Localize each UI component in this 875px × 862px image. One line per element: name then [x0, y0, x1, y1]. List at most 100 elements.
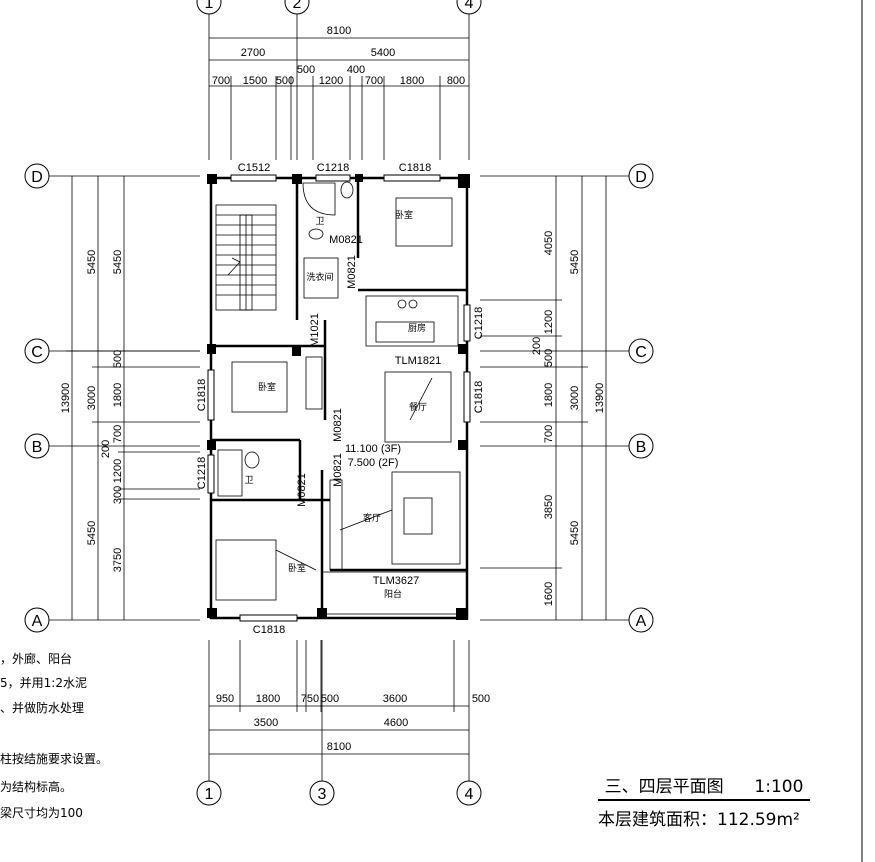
- windows-marks: [207, 174, 471, 622]
- axis-left-B: B: [32, 439, 43, 456]
- dim-top-700b: 700: [365, 75, 383, 87]
- dim-bot-500a: 500: [321, 693, 339, 705]
- door-tlm1821: TLM1821: [395, 355, 441, 367]
- door-m0821-b: M0821: [332, 453, 344, 487]
- window-c1218-right: C1218: [473, 307, 485, 339]
- axis-right-B: B: [636, 439, 647, 456]
- window-c1818-right: C1818: [473, 381, 485, 413]
- dim-top-1200: 1200: [319, 75, 343, 87]
- note-line-3: 、并做防水处理: [0, 701, 85, 715]
- dim-top-500a: 500: [276, 75, 294, 87]
- dim-left-1800: 1800: [112, 383, 124, 407]
- room-bedroom-ne: 卧室: [395, 209, 413, 221]
- axis-bottom-4: 4: [465, 786, 474, 803]
- note-line-2: 5，并用1:2水泥: [0, 676, 87, 690]
- dim-left-200: 200: [100, 440, 112, 458]
- axis-top-2: 2: [293, 0, 302, 12]
- axis-left-A: A: [32, 613, 43, 630]
- axis-left-D: D: [31, 169, 43, 186]
- window-c1818-top: C1818: [399, 162, 431, 174]
- dim-bot-750: 750: [301, 693, 319, 705]
- window-c1818-bottom: C1818: [253, 624, 285, 636]
- window-c1818-left: C1818: [196, 379, 208, 411]
- door-m0821-bath: M0821: [329, 234, 363, 246]
- dim-top-5400: 5400: [371, 47, 395, 59]
- dim-right-700: 700: [543, 425, 555, 443]
- dim-top-800: 800: [447, 75, 465, 87]
- note-line-1: ，外廊、阳台: [0, 652, 73, 666]
- dim-right-4050: 4050: [543, 231, 555, 255]
- door-m0821-mid: M0821: [332, 408, 344, 442]
- dim-top-400: 400: [347, 64, 365, 76]
- dim-left-3000: 3000: [86, 386, 98, 410]
- dim-left-3750: 3750: [112, 548, 124, 572]
- dim-left-500: 500: [112, 350, 124, 368]
- axis-bottom-3: 3: [318, 786, 327, 803]
- door-tlm3627: TLM3627: [373, 575, 419, 587]
- room-balcony: 阳台: [384, 588, 402, 600]
- dim-right-5450a: 5450: [569, 250, 581, 274]
- dim-right-3850: 3850: [543, 495, 555, 519]
- dim-bot-4600: 4600: [384, 717, 408, 729]
- plan-title-row: 三、四层平面图 1:100: [598, 772, 810, 801]
- axis-right-D: D: [635, 169, 647, 186]
- dim-right-1600: 1600: [543, 582, 555, 606]
- dim-right-200: 200: [531, 337, 543, 355]
- dim-right-13900: 13900: [594, 383, 606, 414]
- dim-bot-3600: 3600: [383, 693, 407, 705]
- dim-bot-950: 950: [216, 693, 234, 705]
- floor-area: 本层建筑面积：112.59m²: [598, 810, 800, 830]
- note-line-4: 柱按结施要求设置。: [0, 752, 109, 766]
- dim-bot-1800: 1800: [256, 693, 280, 705]
- window-c1218-left: C1218: [196, 457, 208, 489]
- dim-left-5450b: 5450: [112, 250, 124, 274]
- room-wei-top: 卫: [315, 217, 324, 227]
- dim-top-2700: 2700: [241, 47, 265, 59]
- axis-right-A: A: [636, 613, 647, 630]
- dim-bot-500b: 500: [472, 693, 490, 705]
- elevation-2f: 7.500 (2F): [348, 457, 399, 469]
- axis-top-1: 1: [205, 0, 214, 12]
- dim-left-13900: 13900: [60, 383, 72, 414]
- dim-top-500b: 500: [297, 64, 315, 76]
- room-wei-mid: 卫: [244, 476, 253, 486]
- dim-bot-total: 8100: [327, 741, 351, 753]
- dim-right-1200: 1200: [543, 310, 555, 334]
- dim-right-3000: 3000: [569, 386, 581, 410]
- plan-scale: 1:100: [754, 777, 804, 797]
- dim-right-5450b: 5450: [569, 521, 581, 545]
- note-line-5: 为结构标高。: [0, 780, 73, 794]
- axis-lines: [49, 14, 629, 781]
- axis-left-C: C: [31, 344, 43, 361]
- stair: [215, 204, 277, 311]
- title-block: 三、四层平面图 1:100 本层建筑面积：112.59m²: [598, 772, 810, 830]
- window-c1512: C1512: [238, 162, 270, 174]
- dim-left-5450c: 5450: [86, 521, 98, 545]
- window-c1218-top: C1218: [317, 162, 349, 174]
- door-m0821-c: M0821: [296, 473, 308, 507]
- room-living: 客厅: [363, 512, 381, 524]
- room-dining: 餐厅: [409, 401, 427, 413]
- dim-bot-3500: 3500: [254, 717, 278, 729]
- axis-top-4: 4: [465, 0, 474, 12]
- dim-right-500: 500: [543, 349, 555, 367]
- axis-bottom-1: 1: [205, 786, 214, 803]
- note-line-6: 梁尺寸均为100: [0, 806, 83, 820]
- dim-top-700a: 700: [212, 75, 230, 87]
- dim-top-total: 8100: [327, 25, 351, 37]
- door-m0821-bed: M0821: [346, 255, 358, 289]
- room-bedroom-sw: 卧室: [288, 562, 306, 574]
- dim-left-1200: 1200: [112, 459, 124, 483]
- dim-right-1800: 1800: [543, 383, 555, 407]
- dim-left-700: 700: [112, 425, 124, 443]
- dim-top-1800: 1800: [400, 75, 424, 87]
- fixtures: [215, 181, 468, 615]
- dim-left-5450a: 5450: [86, 250, 98, 274]
- dim-top-1500: 1500: [243, 75, 267, 87]
- dim-left-300: 300: [112, 486, 124, 504]
- room-laundry: 洗衣间: [306, 271, 333, 283]
- plan-title: 三、四层平面图: [604, 777, 724, 797]
- room-kitchen: 厨房: [408, 322, 426, 334]
- room-bedroom-w: 卧室: [258, 381, 276, 393]
